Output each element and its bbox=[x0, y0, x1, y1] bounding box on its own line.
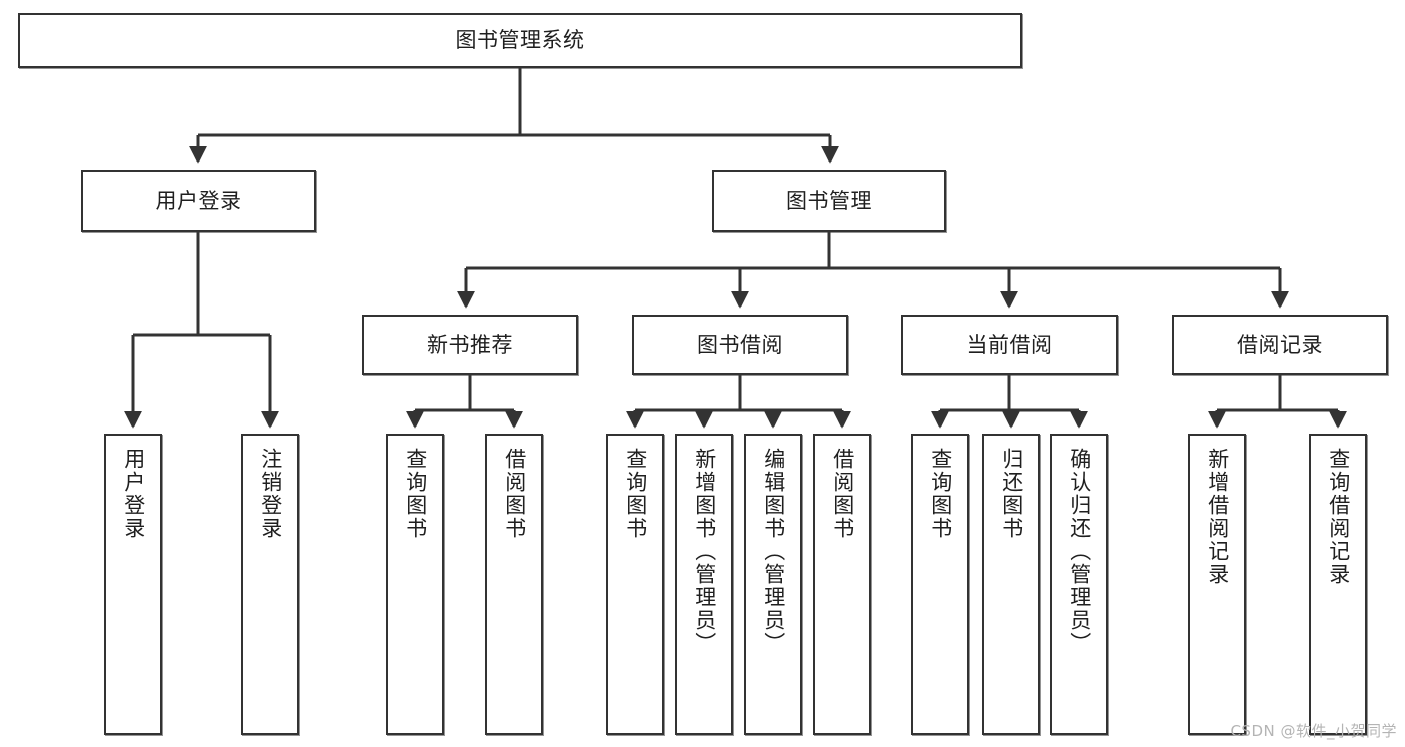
node-level1-user-login-label: 用户登录 bbox=[155, 188, 242, 213]
node-leaf-label: 注销登录 bbox=[258, 448, 283, 540]
node-leaf-label: 新增图书（管理员） bbox=[692, 448, 717, 655]
node-level2-book-borrow[interactable]: 图书借阅 bbox=[632, 315, 848, 375]
node-level1-book-management-label: 图书管理 bbox=[786, 188, 872, 213]
node-level2-borrow-record-label: 借阅记录 bbox=[1237, 332, 1323, 357]
node-leaf-label: 查询借阅记录 bbox=[1326, 448, 1351, 586]
node-root-label: 图书管理系统 bbox=[455, 28, 585, 53]
node-level2-book-borrow-label: 图书借阅 bbox=[697, 332, 783, 357]
node-level1-book-management[interactable]: 图书管理 bbox=[712, 170, 946, 232]
node-leaf-logout[interactable]: 注销登录 bbox=[241, 434, 299, 735]
node-leaf-label: 新增借阅记录 bbox=[1205, 448, 1230, 586]
node-leaf-query-book-recommend[interactable]: 查询图书 bbox=[386, 434, 444, 735]
node-leaf-add-borrow-record[interactable]: 新增借阅记录 bbox=[1188, 434, 1246, 735]
node-level2-current-borrow-label: 当前借阅 bbox=[966, 332, 1053, 357]
node-leaf-query-book-current[interactable]: 查询图书 bbox=[911, 434, 969, 735]
node-level2-current-borrow[interactable]: 当前借阅 bbox=[901, 315, 1118, 375]
watermark-text: CSDN @软件_小贺同学 bbox=[1230, 722, 1397, 740]
node-leaf-label: 查询图书 bbox=[928, 448, 953, 540]
node-level2-new-book-recommend-label: 新书推荐 bbox=[427, 332, 513, 357]
node-leaf-add-book-admin[interactable]: 新增图书（管理员） bbox=[675, 434, 733, 735]
node-level2-borrow-record[interactable]: 借阅记录 bbox=[1172, 315, 1388, 375]
node-leaf-label: 借阅图书 bbox=[830, 448, 855, 540]
node-leaf-label: 查询图书 bbox=[623, 448, 648, 540]
node-leaf-edit-book-admin[interactable]: 编辑图书（管理员） bbox=[744, 434, 802, 735]
node-leaf-confirm-return-admin[interactable]: 确认归还（管理员） bbox=[1050, 434, 1108, 735]
node-leaf-label: 确认归还（管理员） bbox=[1067, 448, 1092, 655]
node-leaf-label: 归还图书 bbox=[999, 448, 1024, 540]
node-leaf-borrow-book-recommend[interactable]: 借阅图书 bbox=[485, 434, 543, 735]
node-leaf-label: 查询图书 bbox=[403, 448, 428, 540]
node-leaf-user-login[interactable]: 用户登录 bbox=[104, 434, 162, 735]
node-leaf-query-borrow-record[interactable]: 查询借阅记录 bbox=[1309, 434, 1367, 735]
node-level2-new-book-recommend[interactable]: 新书推荐 bbox=[362, 315, 578, 375]
node-leaf-label: 借阅图书 bbox=[502, 448, 527, 540]
node-leaf-query-book-borrow[interactable]: 查询图书 bbox=[606, 434, 664, 735]
node-root[interactable]: 图书管理系统 bbox=[18, 13, 1022, 68]
node-leaf-borrow-book[interactable]: 借阅图书 bbox=[813, 434, 871, 735]
node-level1-user-login[interactable]: 用户登录 bbox=[81, 170, 316, 232]
node-leaf-label: 用户登录 bbox=[121, 448, 146, 540]
node-leaf-return-book[interactable]: 归还图书 bbox=[982, 434, 1040, 735]
node-leaf-label: 编辑图书（管理员） bbox=[761, 448, 786, 655]
